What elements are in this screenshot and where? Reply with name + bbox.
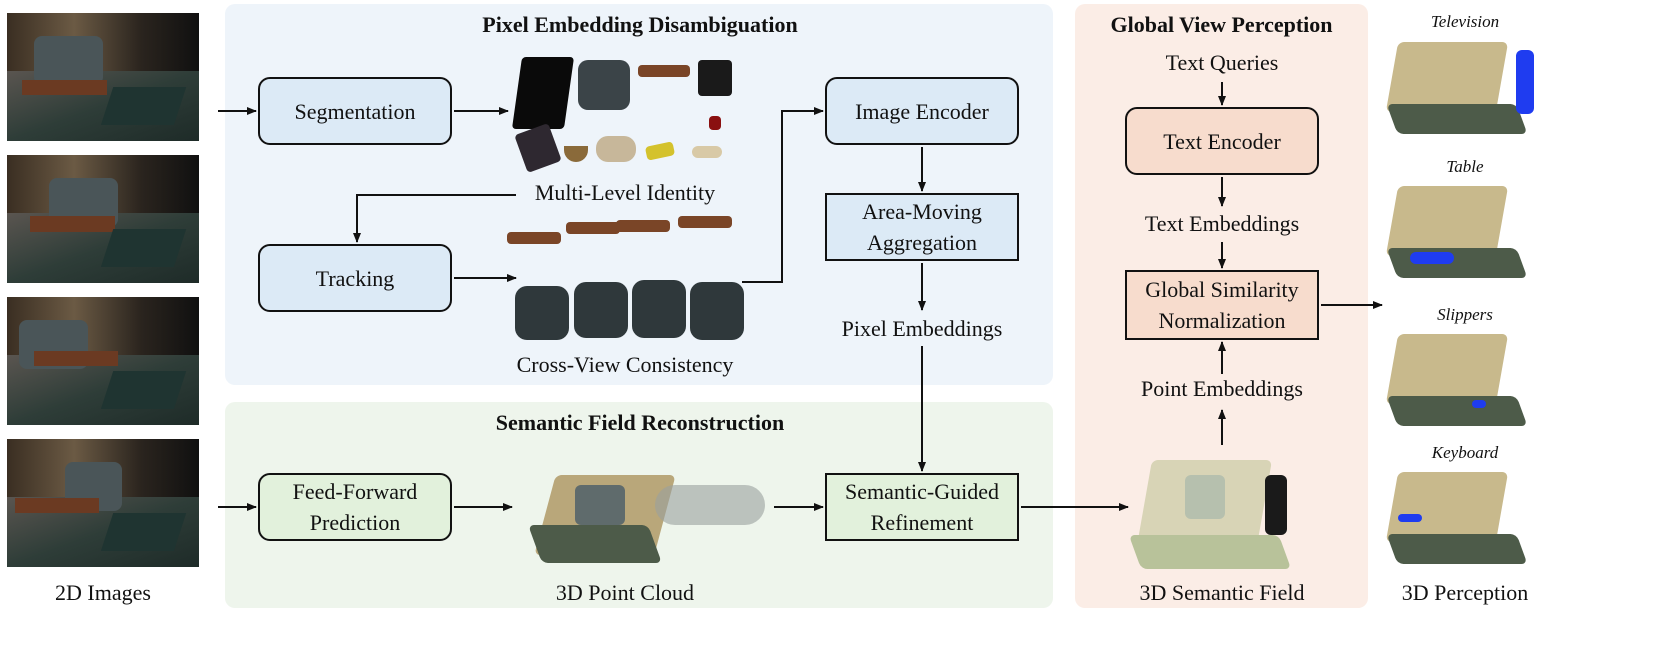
- node-image-encoder: Image Encoder: [825, 77, 1019, 145]
- label-cross-view-consistency: Cross-View Consistency: [516, 352, 734, 377]
- input-image-2: [7, 155, 199, 283]
- query-slippers: Slippers: [1437, 305, 1493, 324]
- label-3d-point-cloud: 3D Point Cloud: [555, 580, 695, 605]
- input-image-1: [7, 13, 199, 141]
- label-multi-level-identity: Multi-Level Identity: [534, 180, 716, 205]
- label-2d-images: 2D Images: [55, 580, 151, 605]
- query-table: Table: [1446, 157, 1484, 176]
- pixel-panel-title: Pixel Embedding Disambiguation: [482, 12, 798, 37]
- query-television: Television: [1430, 12, 1500, 31]
- perception-render-keyboard: [1380, 464, 1545, 574]
- input-image-4: [7, 439, 199, 567]
- semantic-panel-title: Semantic Field Reconstruction: [495, 410, 785, 435]
- label-3d-perception: 3D Perception: [1401, 580, 1529, 605]
- label-point-embeddings: Point Embeddings: [1141, 376, 1303, 401]
- label-3d-semantic-field: 3D Semantic Field: [1139, 580, 1305, 605]
- point-cloud-render: [515, 455, 765, 575]
- global-panel-title: Global View Perception: [1110, 12, 1333, 37]
- perception-render-television: [1380, 34, 1545, 144]
- semantic-field-render: [1125, 455, 1320, 575]
- label-text-embeddings: Text Embeddings: [1144, 211, 1300, 236]
- node-tracking: Tracking: [258, 244, 452, 312]
- label-text-queries: Text Queries: [1165, 50, 1279, 75]
- query-keyboard: Keyboard: [1431, 443, 1499, 462]
- perception-render-table: [1380, 178, 1545, 288]
- node-segmentation: Segmentation: [258, 77, 452, 145]
- input-image-3: [7, 297, 199, 425]
- node-text-encoder: Text Encoder: [1125, 107, 1319, 175]
- perception-render-slippers: [1380, 326, 1545, 436]
- label-pixel-embeddings: Pixel Embeddings: [841, 316, 1003, 341]
